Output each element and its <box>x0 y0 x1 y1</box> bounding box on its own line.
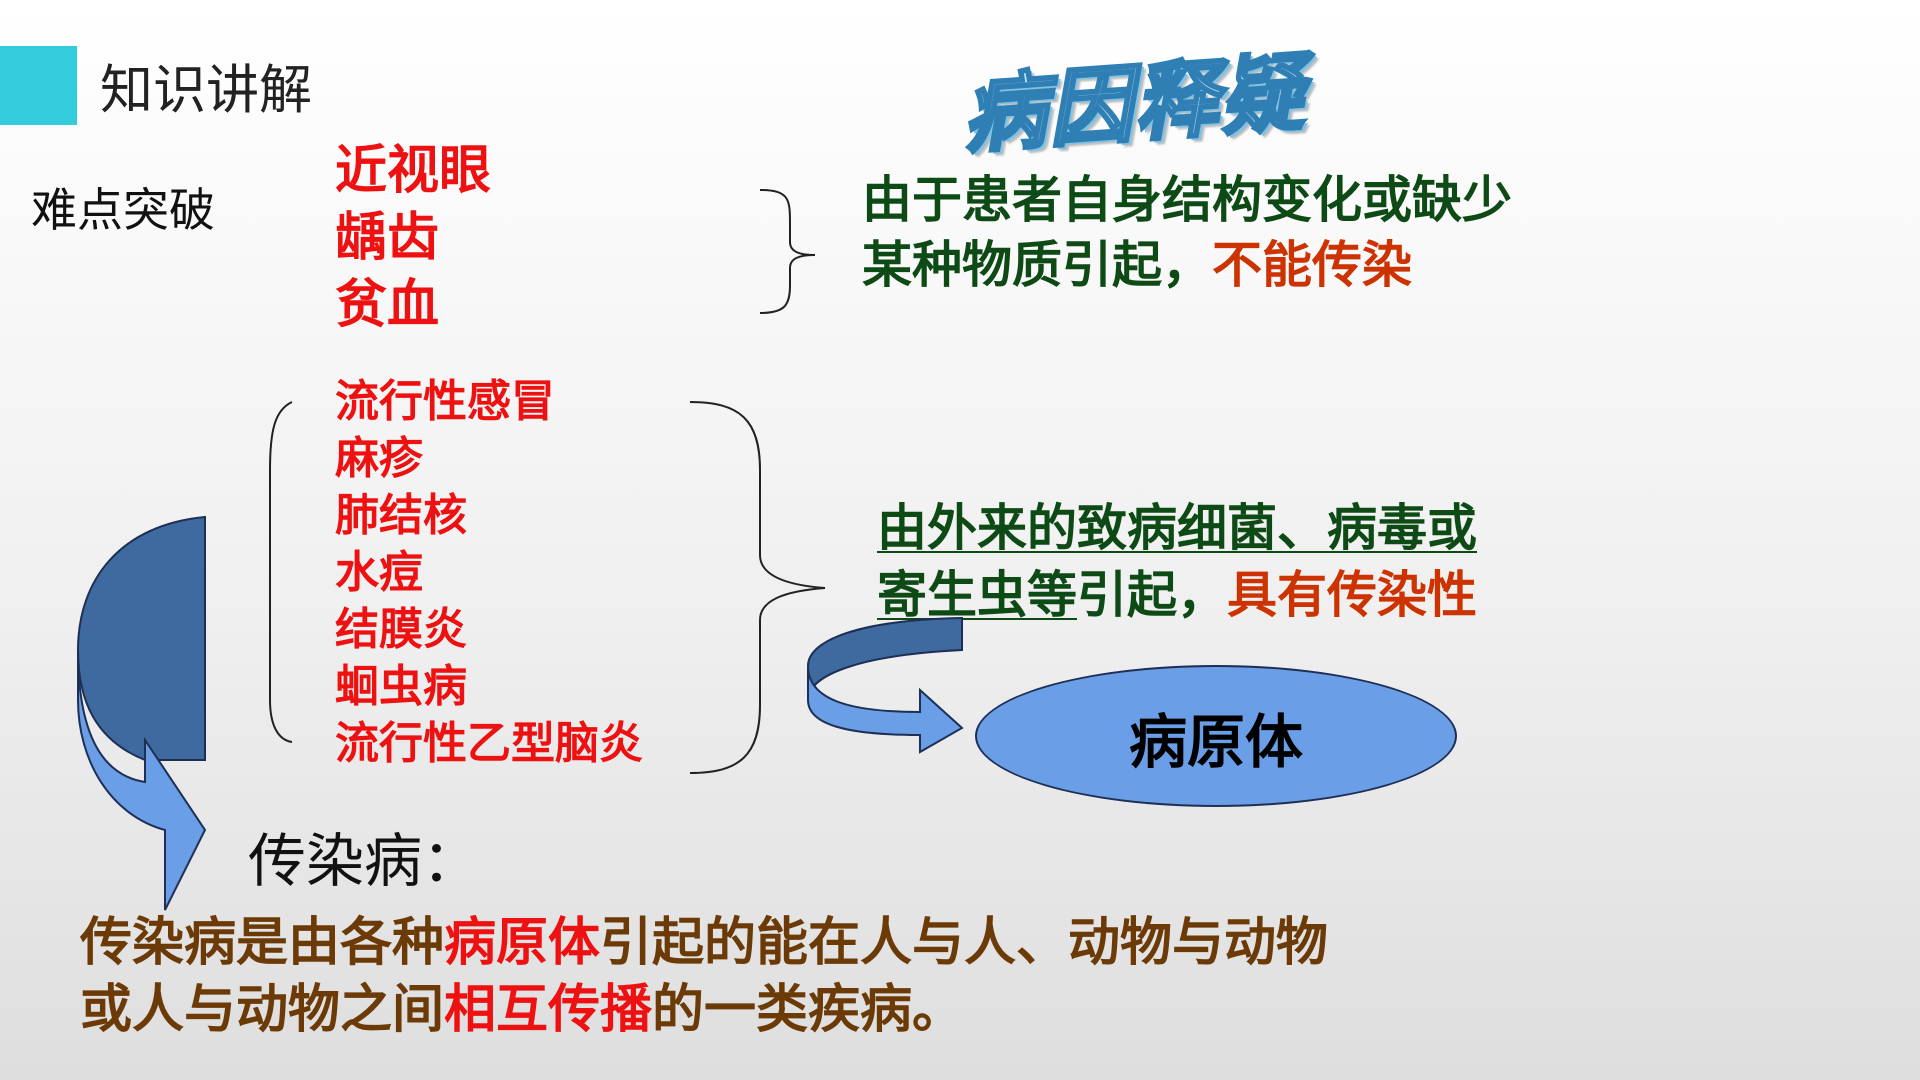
pathogen-label: 病原体 <box>1128 708 1303 776</box>
infectious-desc-line1: 由外来的致病细菌、病毒或 <box>877 503 1477 553</box>
definition-text: 的一类疾病。 <box>652 980 965 1040</box>
non-infectious-desc-line2: 某种物质引起，不能传染 <box>862 240 1412 290</box>
section-title: 知识讲解 <box>100 60 312 121</box>
infectious-desc-underlined: 由外来的致病细菌、病毒或 <box>877 499 1477 557</box>
definition-heading: 传染病： <box>248 827 481 895</box>
definition-line2: 或人与动物之间相互传播的一类疾病。 <box>80 984 964 1036</box>
infectious-item: 麻疹 <box>335 433 423 484</box>
non-infectious-desc-prefix: 某种物质引起， <box>862 236 1212 294</box>
infectious-item: 水痘 <box>335 547 423 598</box>
definition-line1: 传染病是由各种病原体引起的能在人与人、动物与动物 <box>80 917 1328 969</box>
non-infectious-desc-highlight: 不能传染 <box>1212 236 1412 294</box>
pathogen-arrow-dark <box>807 616 963 701</box>
left-curved-arrow-light <box>77 649 207 911</box>
infectious-item: 流行性感冒 <box>335 376 555 427</box>
infectious-desc-line2: 寄生虫等引起，具有传染性 <box>877 570 1477 620</box>
infectious-left-bracket <box>269 401 293 743</box>
left-curved-arrow-dark <box>76 515 206 761</box>
definition-text: 传染病是由各种 <box>80 913 445 973</box>
definition-text: 或人与动物之间 <box>80 980 445 1040</box>
non-infectious-desc-line1: 由于患者自身结构变化或缺少 <box>862 171 1512 229</box>
subtitle: 难点突破 <box>31 183 215 237</box>
infectious-item: 肺结核 <box>335 490 467 541</box>
non-infectious-item: 贫血 <box>335 275 440 335</box>
infectious-item: 结膜炎 <box>335 604 467 655</box>
definition-text: 引起的能在人与人、动物与动物 <box>600 913 1329 973</box>
non-infectious-item: 龋齿 <box>335 208 440 268</box>
infectious-desc-highlight: 具有传染性 <box>1227 566 1477 624</box>
non-infectious-item: 近视眼 <box>335 141 492 201</box>
section-accent-block <box>0 46 77 125</box>
pathogen-ellipse <box>975 665 1457 807</box>
pathogen-arrow-light <box>807 665 964 754</box>
definition-highlight: 相互传播 <box>444 980 653 1040</box>
definition-highlight: 病原体 <box>444 913 601 973</box>
infectious-desc-underlined: 寄生虫等 <box>877 566 1077 624</box>
infectious-item: 流行性乙型脑炎 <box>335 718 643 769</box>
infectious-desc-mid: 引起， <box>1077 566 1227 624</box>
infectious-brace <box>689 401 826 774</box>
non-infectious-brace <box>759 189 816 314</box>
infectious-item: 蛔虫病 <box>335 661 467 712</box>
